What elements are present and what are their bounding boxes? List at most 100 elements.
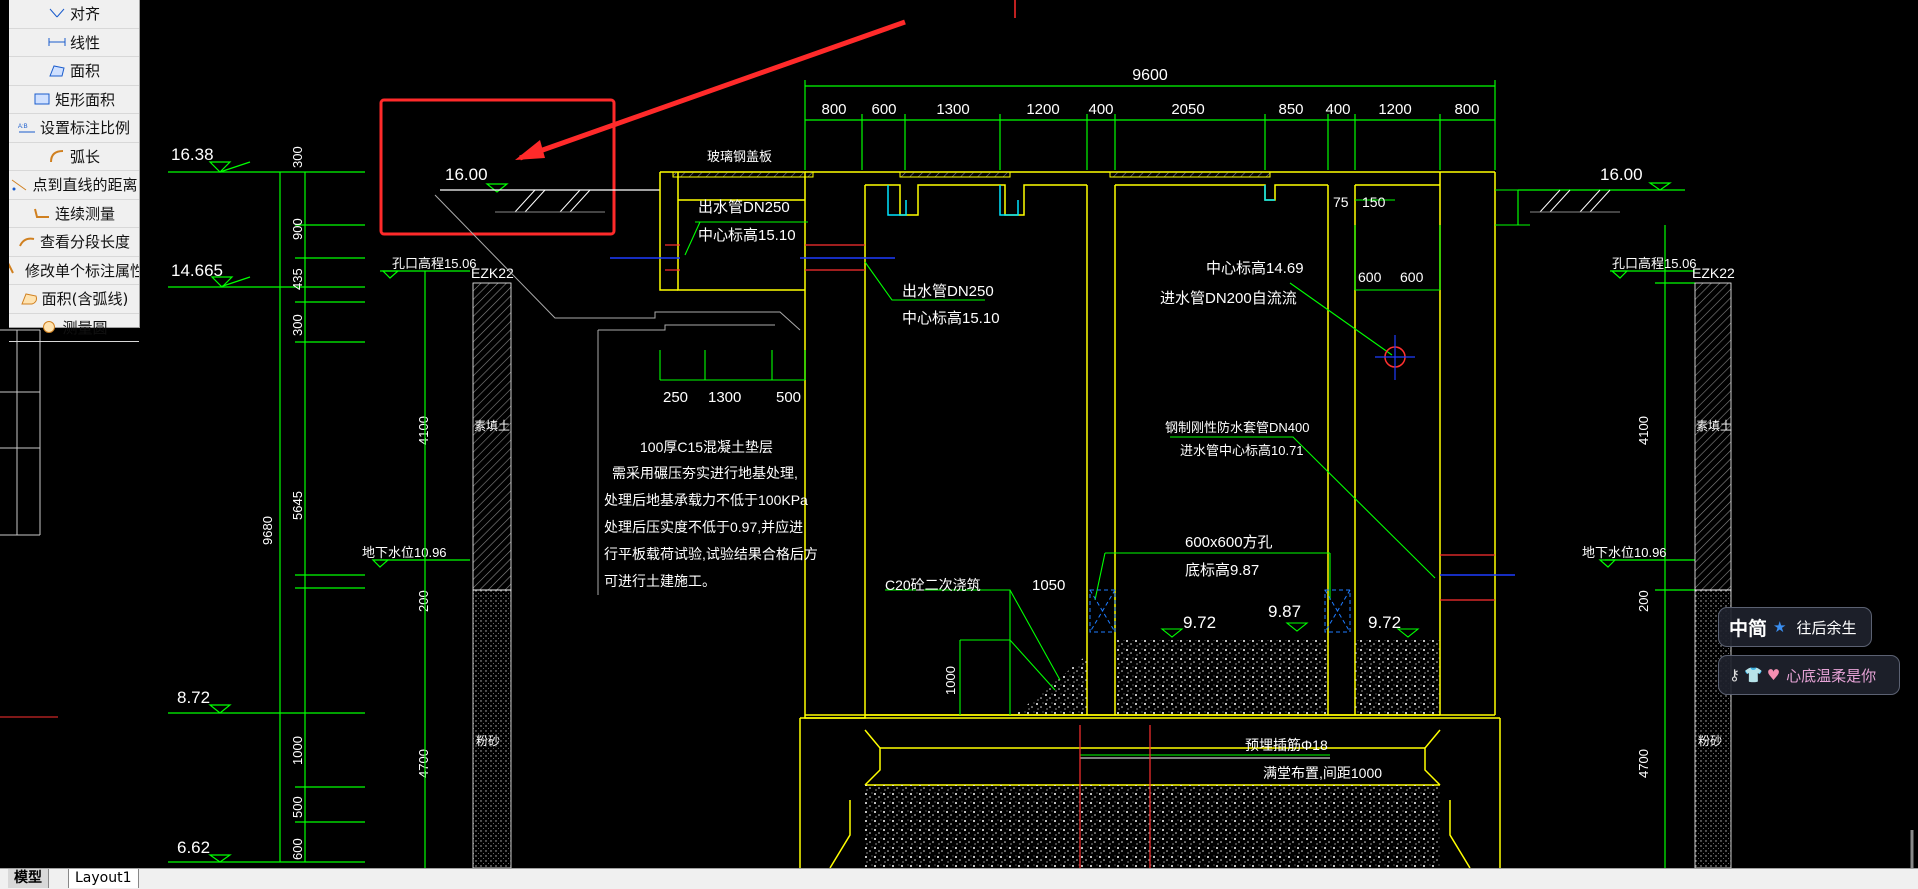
menu-label: 测量圆 [62,318,108,337]
dim-1300: 1300 [708,389,741,406]
menu-align[interactable]: 对齐 [9,0,139,29]
red-arrow-head-icon [515,140,545,160]
in-pipe-elev: 中心标高14.69 [1206,260,1304,277]
left-elevation-lines [168,161,365,863]
note-line-5: 行平板载荷试验,试验结果合格后方 [604,546,818,562]
badge-text: 往后余生 [1796,618,1857,637]
ezk-right: EZK22 [1692,265,1735,281]
elev-label-right: 16.00 [1600,165,1643,184]
vdim-200: 200 [416,590,431,612]
menu-label: 修改单个标注属性 [25,261,139,280]
hole-elev: 底标高9.87 [1185,562,1259,579]
elev-marker-icon [208,161,232,173]
borehole-elev-right: 孔口高程15.06 [1612,256,1697,271]
elev-label-16-38: 16.38 [171,145,214,164]
arc-length-icon [48,149,66,163]
badge-head: 中简 [1729,617,1768,640]
vdim-600: 600 [290,838,305,860]
dim-150: 150 [1362,194,1386,210]
vdim-300b: 300 [290,314,305,336]
pipes [610,244,1515,868]
menu-label: 弧长 [69,147,100,166]
elev-label-14-665: 14.665 [171,261,223,280]
vdim-435: 435 [290,268,305,290]
rebar-label-1: 预埋插筋Φ18 [1245,737,1328,753]
menu-label: 对齐 [69,5,100,24]
cover-plate-1 [672,171,814,178]
elev-label-6-62: 6.62 [177,838,210,857]
cover-plate-3 [1109,171,1271,178]
menu-continuous-measure[interactable]: 连续测量 [9,200,139,228]
borehole-left [472,282,512,869]
linear-dim-icon [48,35,66,49]
edit-dim-icon [9,263,21,277]
point-line-distance-icon [10,178,28,192]
cover-label: 玻璃钢盖板 [707,149,772,164]
borehole-right-fill [1694,282,1732,591]
measure-circle-icon [40,320,58,334]
menu-point-line-distance[interactable]: 点到直线的距离 [9,171,139,200]
badge-text-2: 心底温柔是你 [1786,666,1877,685]
menu-rect-area[interactable]: 矩形面积 [9,86,139,114]
tab-layout1[interactable]: Layout1 [68,869,139,888]
vdim-1000: 1000 [290,736,305,765]
left-panel-lines [0,329,41,536]
dim-top-9: 1200 [1378,101,1411,118]
tab-model[interactable]: 模型 [8,869,49,888]
heart-icon: ♥ [1766,666,1781,684]
casing-elev: 进水管中心标高10.71 [1180,443,1304,458]
menu-area[interactable]: 面积 [9,57,139,86]
menu-area-arc[interactable]: 面积(含弧线) [9,285,139,314]
menu-linear[interactable]: 线性 [9,29,139,57]
elev-marker-icon [210,276,234,288]
profile-badge-2[interactable]: ⚷ 👕 ♥ 心底温柔是你 [1718,655,1900,695]
elev-marker-icon [208,854,232,863]
note-line-2: 需采用碾压夯实进行地基处理, [612,465,798,481]
out-pipe-2-elev: 中心标高15.10 [902,310,1000,327]
menu-arc-length[interactable]: 弧长 [9,143,139,171]
soil-ground-hatch [495,189,605,213]
dim-top-5: 400 [1088,101,1113,118]
soil-sand-right: 粉砂 [1698,734,1722,748]
vdim-500: 500 [290,796,305,818]
cover-plate-2 [899,171,1011,178]
menu-label: 设置标注比例 [39,119,130,138]
menu-label: 线性 [69,33,100,52]
layout-tab-bar: 模型 Layout1 [0,868,1918,889]
dim-1000-vert: 1000 [943,666,958,695]
dim-600b: 600 [1400,269,1424,285]
menu-measure-circle[interactable]: 测量圆 [9,314,139,342]
elev-label-8-72: 8.72 [177,688,210,707]
elev-label-boxed: 16.00 [445,165,488,184]
area-arc-icon [20,292,38,306]
note-line-6: 可进行土建施工。 [604,573,716,589]
dim-500: 500 [776,389,801,406]
menu-label: 查看分段长度 [39,233,130,252]
dim-75: 75 [1333,194,1349,210]
menu-segment-length[interactable]: 查看分段长度 [9,228,139,257]
dim-scale-icon: A:B [18,121,36,135]
continuous-measure-icon [33,206,51,220]
baffle-cyan [887,185,1275,216]
vdim-4700: 4700 [416,749,431,778]
vdim-right-4100: 4100 [1636,416,1651,445]
dim-top-8: 400 [1325,101,1350,118]
level-9-72-a: 9.72 [1183,613,1216,632]
note-line-1: 100厚C15混凝土垫层 [640,439,773,455]
annotation-leaders [659,189,1530,759]
out-pipe-1-elev: 中心标高15.10 [698,227,796,244]
dim-600a: 600 [1358,269,1382,285]
menu-edit-dim[interactable]: 修改单个标注属性 [9,257,139,285]
rebar-label-2: 满堂布置,间距1000 [1263,765,1382,781]
level-9-72-b: 9.72 [1368,613,1401,632]
note-line-4: 处理后压实度不低于0.97,并应进 [604,519,803,535]
vdim-9680: 9680 [260,516,275,545]
profile-badge-1[interactable]: 中简 ★ 往后余生 [1718,607,1872,647]
ezk-left: EZK22 [471,265,514,281]
out-pipe-2-label: 出水管DN250 [902,283,994,300]
construction-note: 100厚C15混凝土垫层 需采用碾压夯实进行地基处理, 处理后地基承载力不低于1… [604,439,818,589]
highlight-box [379,98,616,236]
